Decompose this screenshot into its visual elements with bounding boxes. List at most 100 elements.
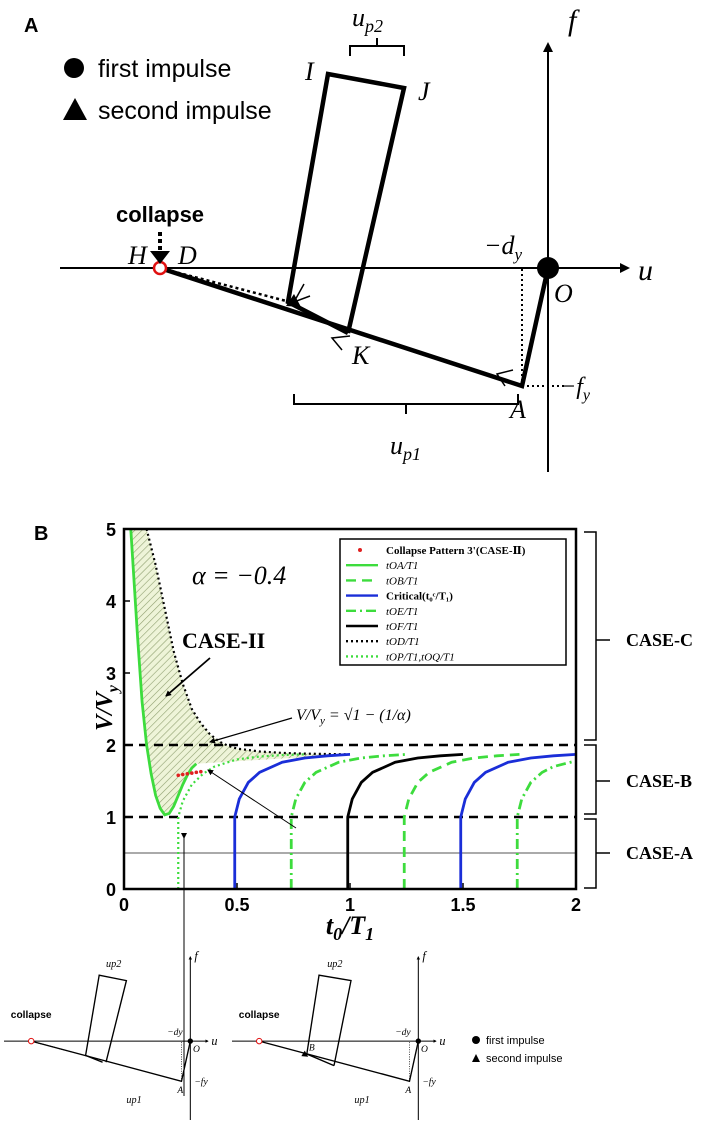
case-b-bracket (584, 744, 597, 815)
series-line-5 (346, 752, 464, 889)
series-line-3 (233, 752, 351, 889)
case-a-bracket (584, 818, 597, 889)
case-c-label: CASE-C (626, 630, 693, 650)
case-a-label: CASE-A (626, 843, 693, 863)
case-c-bracket (584, 531, 597, 741)
label-o: O (554, 279, 573, 308)
label-i: I (304, 57, 315, 86)
case-ii-region (130, 529, 350, 815)
collapse-point-0 (176, 773, 181, 778)
series-line-7 (459, 752, 577, 889)
inset-right-origin (415, 1038, 422, 1044)
inset-right: collapse f u up2 up1 −dy −fy A O B (232, 949, 446, 1121)
inset-right-fy: −fy (422, 1077, 436, 1088)
y-tick-label-5: 5 (106, 520, 116, 540)
legend-second-impulse: second impulse (98, 97, 272, 125)
y-tick-label-2: 2 (106, 736, 116, 756)
collapse-point-3 (190, 771, 194, 775)
label-up1: up1 (390, 431, 421, 464)
legend-entries: Collapse Pattern 3'(CASE-Ⅱ)tOA/T1tOB/T1C… (346, 545, 526, 663)
rectangle-i-j-k (285, 71, 407, 335)
inset-right-o: O (421, 1045, 428, 1055)
inset-right-a: A (404, 1086, 411, 1096)
label-d: D (177, 241, 197, 270)
collapse-point-5 (199, 769, 203, 774)
panel-a: A first impulse second impulse f u colla… (24, 3, 653, 472)
inset-right-u: u (439, 1034, 445, 1048)
series-line-8 (515, 759, 577, 889)
second-impulse-point (286, 294, 301, 307)
x-tick-label-0: 0 (119, 895, 129, 915)
panel-b-label: B (34, 523, 48, 545)
x-tick-label-4: 2 (571, 895, 581, 915)
panel-a-label: A (24, 15, 38, 37)
up1-bracket (293, 394, 519, 405)
inset-left-a: A (176, 1086, 183, 1096)
inset-left-collapse: collapse (11, 1010, 52, 1021)
legend-label-0: Collapse Pattern 3'(CASE-Ⅱ) (386, 545, 526, 557)
x-tick-label-1: 0.5 (224, 895, 249, 915)
collapse-point-4 (194, 770, 199, 775)
inset-pointer-right (207, 769, 297, 829)
case-ii-arrow (165, 657, 211, 697)
open-arrow-icon (330, 335, 351, 351)
case-b-label: CASE-B (626, 771, 692, 791)
formula-arrow (209, 717, 293, 744)
legend-label-7: tOP/T1,tOQ/T1 (386, 651, 455, 663)
alpha-label: α = −0.4 (192, 561, 286, 590)
y-tick-label-0: 0 (106, 880, 116, 900)
label-minus-dy: −dy (484, 231, 523, 264)
second-impulse-triangle-icon (63, 98, 87, 120)
inset-left-rect (84, 974, 128, 1063)
collapse-arrow-head-icon (150, 251, 170, 264)
legend-label-5: tOF/T1 (386, 621, 418, 633)
up2-bracket (349, 45, 405, 56)
series-line-4 (289, 752, 407, 889)
inset-left-fy: −fy (194, 1077, 208, 1088)
x-axis-label: t0/T1 (326, 911, 374, 944)
dotted-path-d (159, 266, 291, 304)
collapse-label: collapse (116, 202, 204, 227)
legend-label-2: tOB/T1 (386, 575, 418, 587)
series-line-2 (177, 753, 305, 889)
label-h: H (127, 241, 148, 270)
label-k: K (351, 341, 371, 370)
series-line-0 (129, 528, 198, 817)
u-axis-label: u (638, 254, 653, 287)
series-layer (129, 528, 577, 889)
inset-right-up2: up2 (327, 959, 342, 970)
inset-legend-first: first impulse (486, 1035, 545, 1047)
formula-label: V/Vy = √1 − (1/α) (296, 707, 411, 727)
label-up2: up2 (352, 3, 383, 36)
legend-box (339, 538, 567, 666)
x-tick-label-3: 1.5 (450, 895, 475, 915)
open-arrow-icon (495, 369, 514, 387)
inset-left: collapse f u up2 up1 −dy −fy A O (4, 949, 218, 1121)
inset-left-up2: up2 (106, 959, 121, 970)
inset-right-b-triangle-icon (301, 1050, 309, 1057)
inset-left-u: u (211, 1034, 217, 1048)
y-tick-label-3: 3 (106, 664, 116, 684)
collapse-point-1 (180, 772, 185, 777)
legend-first-impulse: first impulse (98, 55, 231, 83)
y-axis-label: V/Vy (92, 684, 122, 731)
inset-right-collapse-point (255, 1037, 263, 1045)
x-tick-label-2: 1 (345, 895, 355, 915)
inset-left-up1: up1 (126, 1095, 141, 1106)
collapse-points (176, 769, 203, 778)
label-a: A (508, 395, 526, 424)
inset-left-origin (187, 1038, 194, 1044)
legend-label-6: tOD/T1 (386, 636, 420, 648)
first-impulse-circle-icon (64, 58, 84, 78)
inset-legend-second: second impulse (486, 1053, 562, 1065)
inset-left-dy: −dy (167, 1028, 183, 1038)
inset-right-dy: −dy (395, 1028, 411, 1038)
inset-left-f: f (194, 949, 199, 963)
label-j: J (418, 77, 431, 106)
f-axis-label: f (568, 4, 580, 37)
inset-right-collapse: collapse (239, 1010, 280, 1021)
legend-label-1: tOA/T1 (386, 560, 418, 572)
